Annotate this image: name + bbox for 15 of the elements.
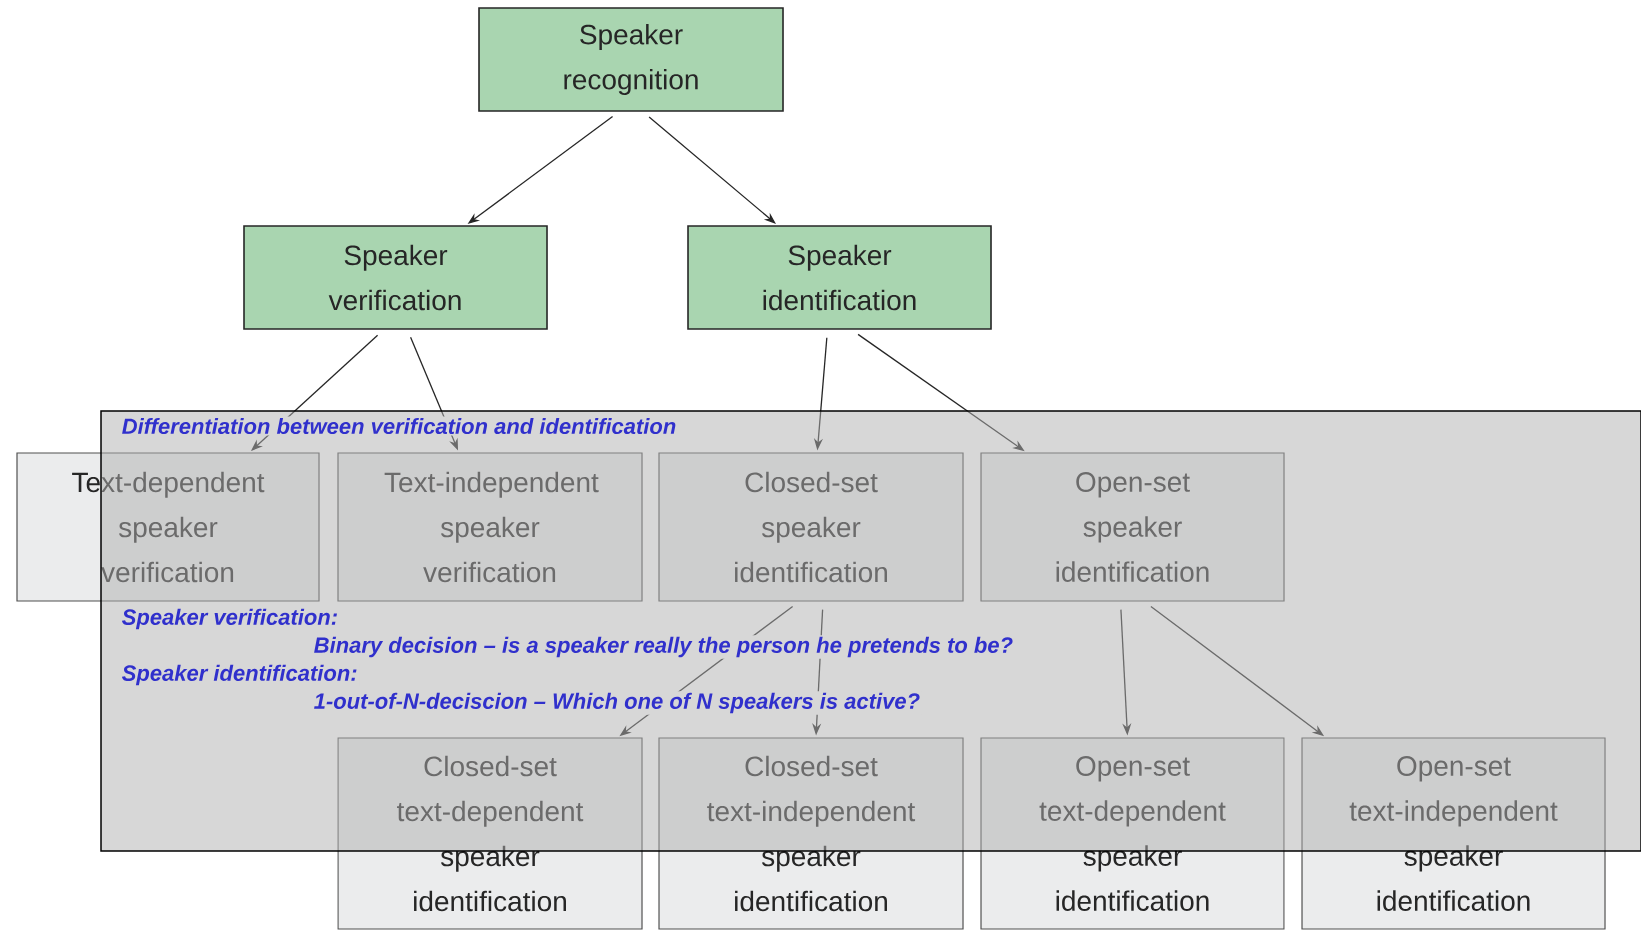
panel-text: Binary decision – is a speaker really the person he pretends to be? — [312, 635, 1015, 659]
panel-text: 1-out-of-N-deciscion – Which one of N speakers is active? — [312, 691, 922, 715]
category-box: Closed-set text-independent speaker identification — [658, 737, 964, 930]
category-box: Closed-set speaker identification — [658, 452, 964, 602]
category-box: Open-set speaker identification — [980, 452, 1285, 602]
process-box: Speaker identification — [687, 225, 992, 330]
category-box: Open-set text-independent speaker identification — [1301, 737, 1606, 930]
process-box: Speaker verification — [243, 225, 548, 330]
panel-text: Speaker verification: — [120, 607, 340, 631]
process-box: Speaker recognition — [478, 7, 784, 112]
category-box: Text-independent speaker verification — [337, 452, 643, 602]
category-box: Open-set text-dependent speaker identification — [980, 737, 1285, 930]
panel-heading: Differentiation between verification and identification — [120, 416, 678, 436]
category-box: Closed-set text-dependent speaker identification — [337, 737, 643, 930]
panel-text: Speaker identification: — [120, 663, 360, 687]
